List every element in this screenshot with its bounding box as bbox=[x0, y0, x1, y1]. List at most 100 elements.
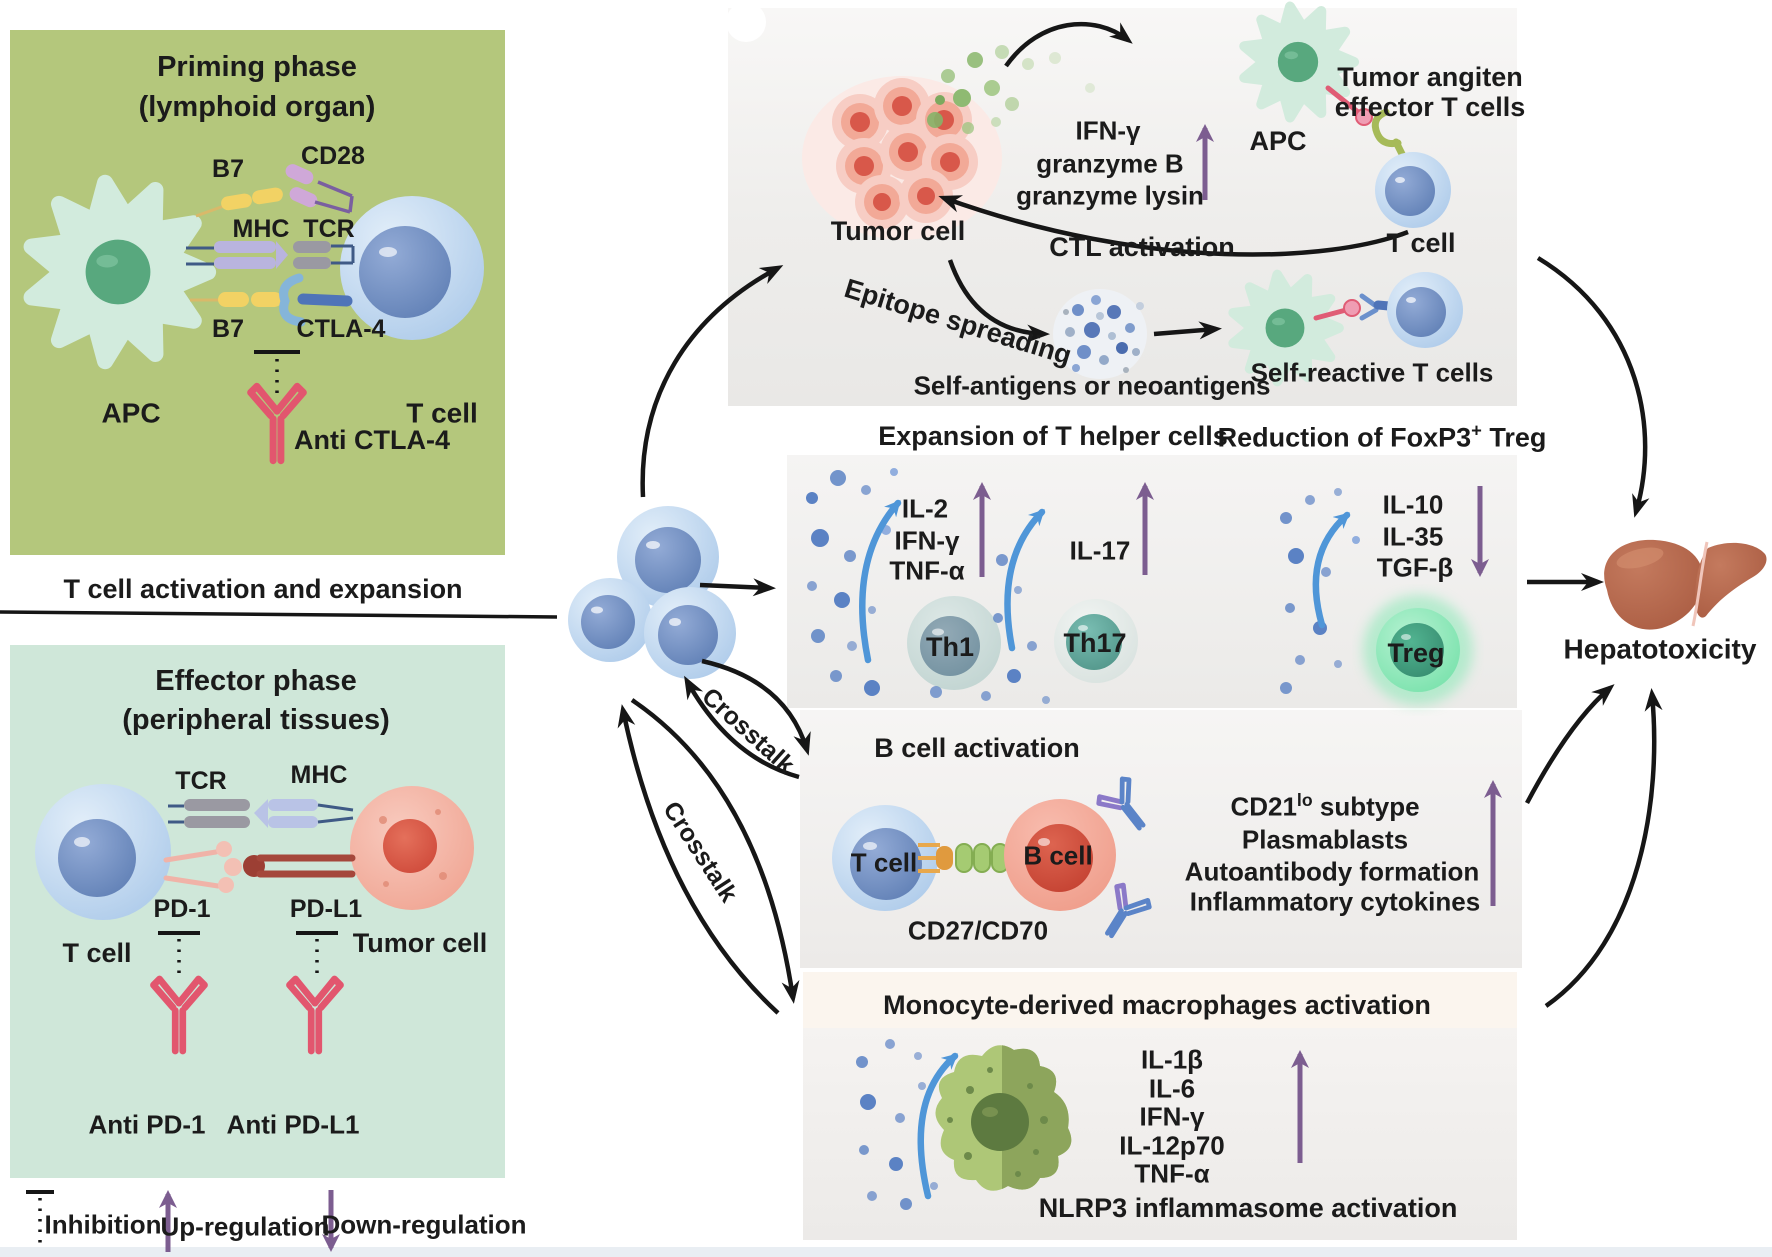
mono-title-band bbox=[803, 972, 1517, 1028]
cd21-sup: lo bbox=[1296, 790, 1313, 811]
divider-line bbox=[0, 610, 558, 619]
tcr-label: TCR bbox=[175, 766, 227, 795]
arrow-bcell-to-liver bbox=[1525, 684, 1615, 805]
bottom-strip bbox=[0, 1247, 1772, 1257]
cytokine-blue-dots-icon bbox=[930, 554, 1050, 704]
autoantibody-label: Autoantibody formation bbox=[1184, 856, 1480, 887]
secretion-arrow-blue bbox=[859, 499, 902, 664]
crosstalk-arrow-2b bbox=[617, 704, 780, 1015]
apc-tcell-receptor-icon bbox=[1325, 85, 1409, 164]
t-cell-label: T cell bbox=[406, 397, 478, 429]
inhibition-legend-icon bbox=[26, 1190, 54, 1246]
cd21-post: subtype bbox=[1312, 791, 1420, 822]
pd1-label: PD-1 bbox=[153, 894, 211, 923]
tumor-cluster-icon bbox=[832, 78, 978, 229]
pdl1-label: PD-L1 bbox=[289, 894, 363, 923]
anti-pd1-antibody-icon bbox=[154, 979, 205, 1051]
divider-label: T cell activation and expansion bbox=[63, 573, 463, 604]
ifng-label: IFN-γ bbox=[894, 525, 960, 556]
legend-down-label: Down-regulation bbox=[321, 1209, 527, 1240]
th-header-right-sup: + bbox=[1471, 419, 1482, 441]
hepatotoxicity-label: Hepatotoxicity bbox=[1563, 633, 1757, 665]
b-cell-activation-title: B cell activation bbox=[874, 732, 1080, 763]
antigen-green-dots-icon bbox=[927, 45, 1095, 134]
b7-top-label: B7 bbox=[212, 154, 244, 183]
arrow-tcell-to-liver bbox=[1536, 256, 1650, 518]
anti-pdl1-antibody-icon bbox=[290, 979, 341, 1051]
apc-cell-icon bbox=[32, 183, 208, 361]
th-header-right-pre: Reduction of FoxP3 bbox=[1217, 422, 1472, 453]
pd1-pdl1-receptor-icon bbox=[163, 841, 356, 893]
tumor-cell-label: Tumor cell bbox=[352, 927, 488, 958]
il10-label: IL-10 bbox=[1382, 489, 1444, 520]
arrow-antigens-to-apc2 bbox=[1153, 321, 1222, 340]
il17-label: IL-17 bbox=[1069, 535, 1131, 566]
th1-label: Th1 bbox=[925, 631, 975, 662]
t-cell-cluster-icon bbox=[568, 506, 736, 679]
tumor-cell-label: Tumor cell bbox=[830, 215, 966, 246]
legend-inhibition-label: Inhibition bbox=[44, 1209, 162, 1240]
crosstalk-arrow-1b bbox=[684, 675, 800, 780]
epitope-spreading-arrow bbox=[947, 259, 1050, 343]
legend-up-label: Up-regulation bbox=[160, 1211, 330, 1242]
priming-title-line2: (lymphoid organ) bbox=[138, 90, 376, 123]
arrow-mono-to-liver bbox=[1544, 688, 1663, 1008]
cd21-subtype-label: CD21lo subtype bbox=[1230, 791, 1419, 821]
mhc-label: MHC bbox=[290, 760, 348, 789]
self-reactive-label: Self-reactive T cells bbox=[1250, 357, 1494, 388]
panel-corner-dot bbox=[726, 2, 766, 42]
th1-cell-icon bbox=[907, 596, 1001, 690]
arrow-to-ctl-panel bbox=[640, 265, 784, 498]
crosstalk-arrow-1a bbox=[701, 658, 811, 756]
cytokine-blue-dots-icon bbox=[856, 1039, 938, 1210]
self-antigen-cluster-icon bbox=[1053, 289, 1147, 379]
plasmablasts-label: Plasmablasts bbox=[1241, 824, 1409, 855]
tnfa-label: TNF-α bbox=[1134, 1158, 1210, 1189]
nlrp3-label: NLRP3 inflammasome activation bbox=[1038, 1192, 1458, 1223]
t-cell-label: T cell bbox=[62, 937, 132, 968]
inflammatory-cytokines-label: Inflammatory cytokines bbox=[1189, 886, 1481, 917]
t-cell-icon bbox=[340, 196, 484, 340]
cd27-cd70-label: CD27/CD70 bbox=[907, 915, 1049, 946]
il35-label: IL-35 bbox=[1382, 521, 1444, 552]
ctl-activation-arrow bbox=[938, 195, 1409, 257]
treg-cell-icon bbox=[1363, 595, 1473, 705]
il2-label: IL-2 bbox=[901, 493, 949, 524]
tcr-mhc-receptor-icon bbox=[168, 799, 354, 828]
ctla4-label: CTLA-4 bbox=[296, 314, 386, 343]
th17-cell-icon bbox=[1054, 599, 1138, 683]
t-cell-icon bbox=[35, 784, 171, 920]
ctl-cytokine-line3: granzyme lysin bbox=[1016, 180, 1204, 211]
ifng-label: IFN-γ bbox=[1139, 1101, 1205, 1132]
cd28-label: CD28 bbox=[301, 141, 365, 170]
il1b-label: IL-1β bbox=[1140, 1044, 1204, 1075]
tnfa-label: TNF-α bbox=[889, 555, 965, 586]
b7-ctla4-receptor-icon bbox=[190, 273, 353, 327]
secretion-arrow-blue bbox=[1312, 511, 1351, 629]
mhc-tcr-receptor-icon bbox=[186, 241, 355, 269]
effector-title-line1: Effector phase bbox=[155, 664, 357, 697]
monocyte-title: Monocyte-derived macrophages activation bbox=[883, 989, 1431, 1020]
b7-cd28-receptor-icon bbox=[195, 164, 354, 218]
secretion-arrow-blue bbox=[917, 1052, 959, 1200]
macrophage-icon bbox=[935, 1045, 1072, 1191]
th-header-right: Reduction of FoxP3+ Treg bbox=[1218, 420, 1547, 451]
priming-title-line1: Priming phase bbox=[157, 50, 357, 83]
th-header-right-post: Treg bbox=[1481, 422, 1547, 453]
inhibition-symbol-icon bbox=[254, 350, 300, 400]
anti-pdl1-label: Anti PD-L1 bbox=[226, 1109, 360, 1140]
anti-ctla4-label: Anti CTLA-4 bbox=[294, 424, 450, 455]
apc-label: APC bbox=[101, 397, 161, 429]
ctl-cytokine-line1: IFN-γ bbox=[1075, 115, 1141, 146]
th-header-left: Expansion of T helper cells bbox=[878, 420, 1228, 451]
b7-bottom-label: B7 bbox=[212, 314, 244, 343]
inhibition-symbol-icon bbox=[158, 931, 338, 976]
apc-label: APC bbox=[1249, 125, 1307, 156]
secretion-arrow-blue bbox=[1004, 508, 1046, 652]
t-cell-icon bbox=[1387, 272, 1463, 348]
arrow-dots-to-apc bbox=[1004, 21, 1133, 68]
mhc-label: MHC bbox=[232, 214, 290, 243]
tgfb-label: TGF-β bbox=[1376, 552, 1454, 583]
